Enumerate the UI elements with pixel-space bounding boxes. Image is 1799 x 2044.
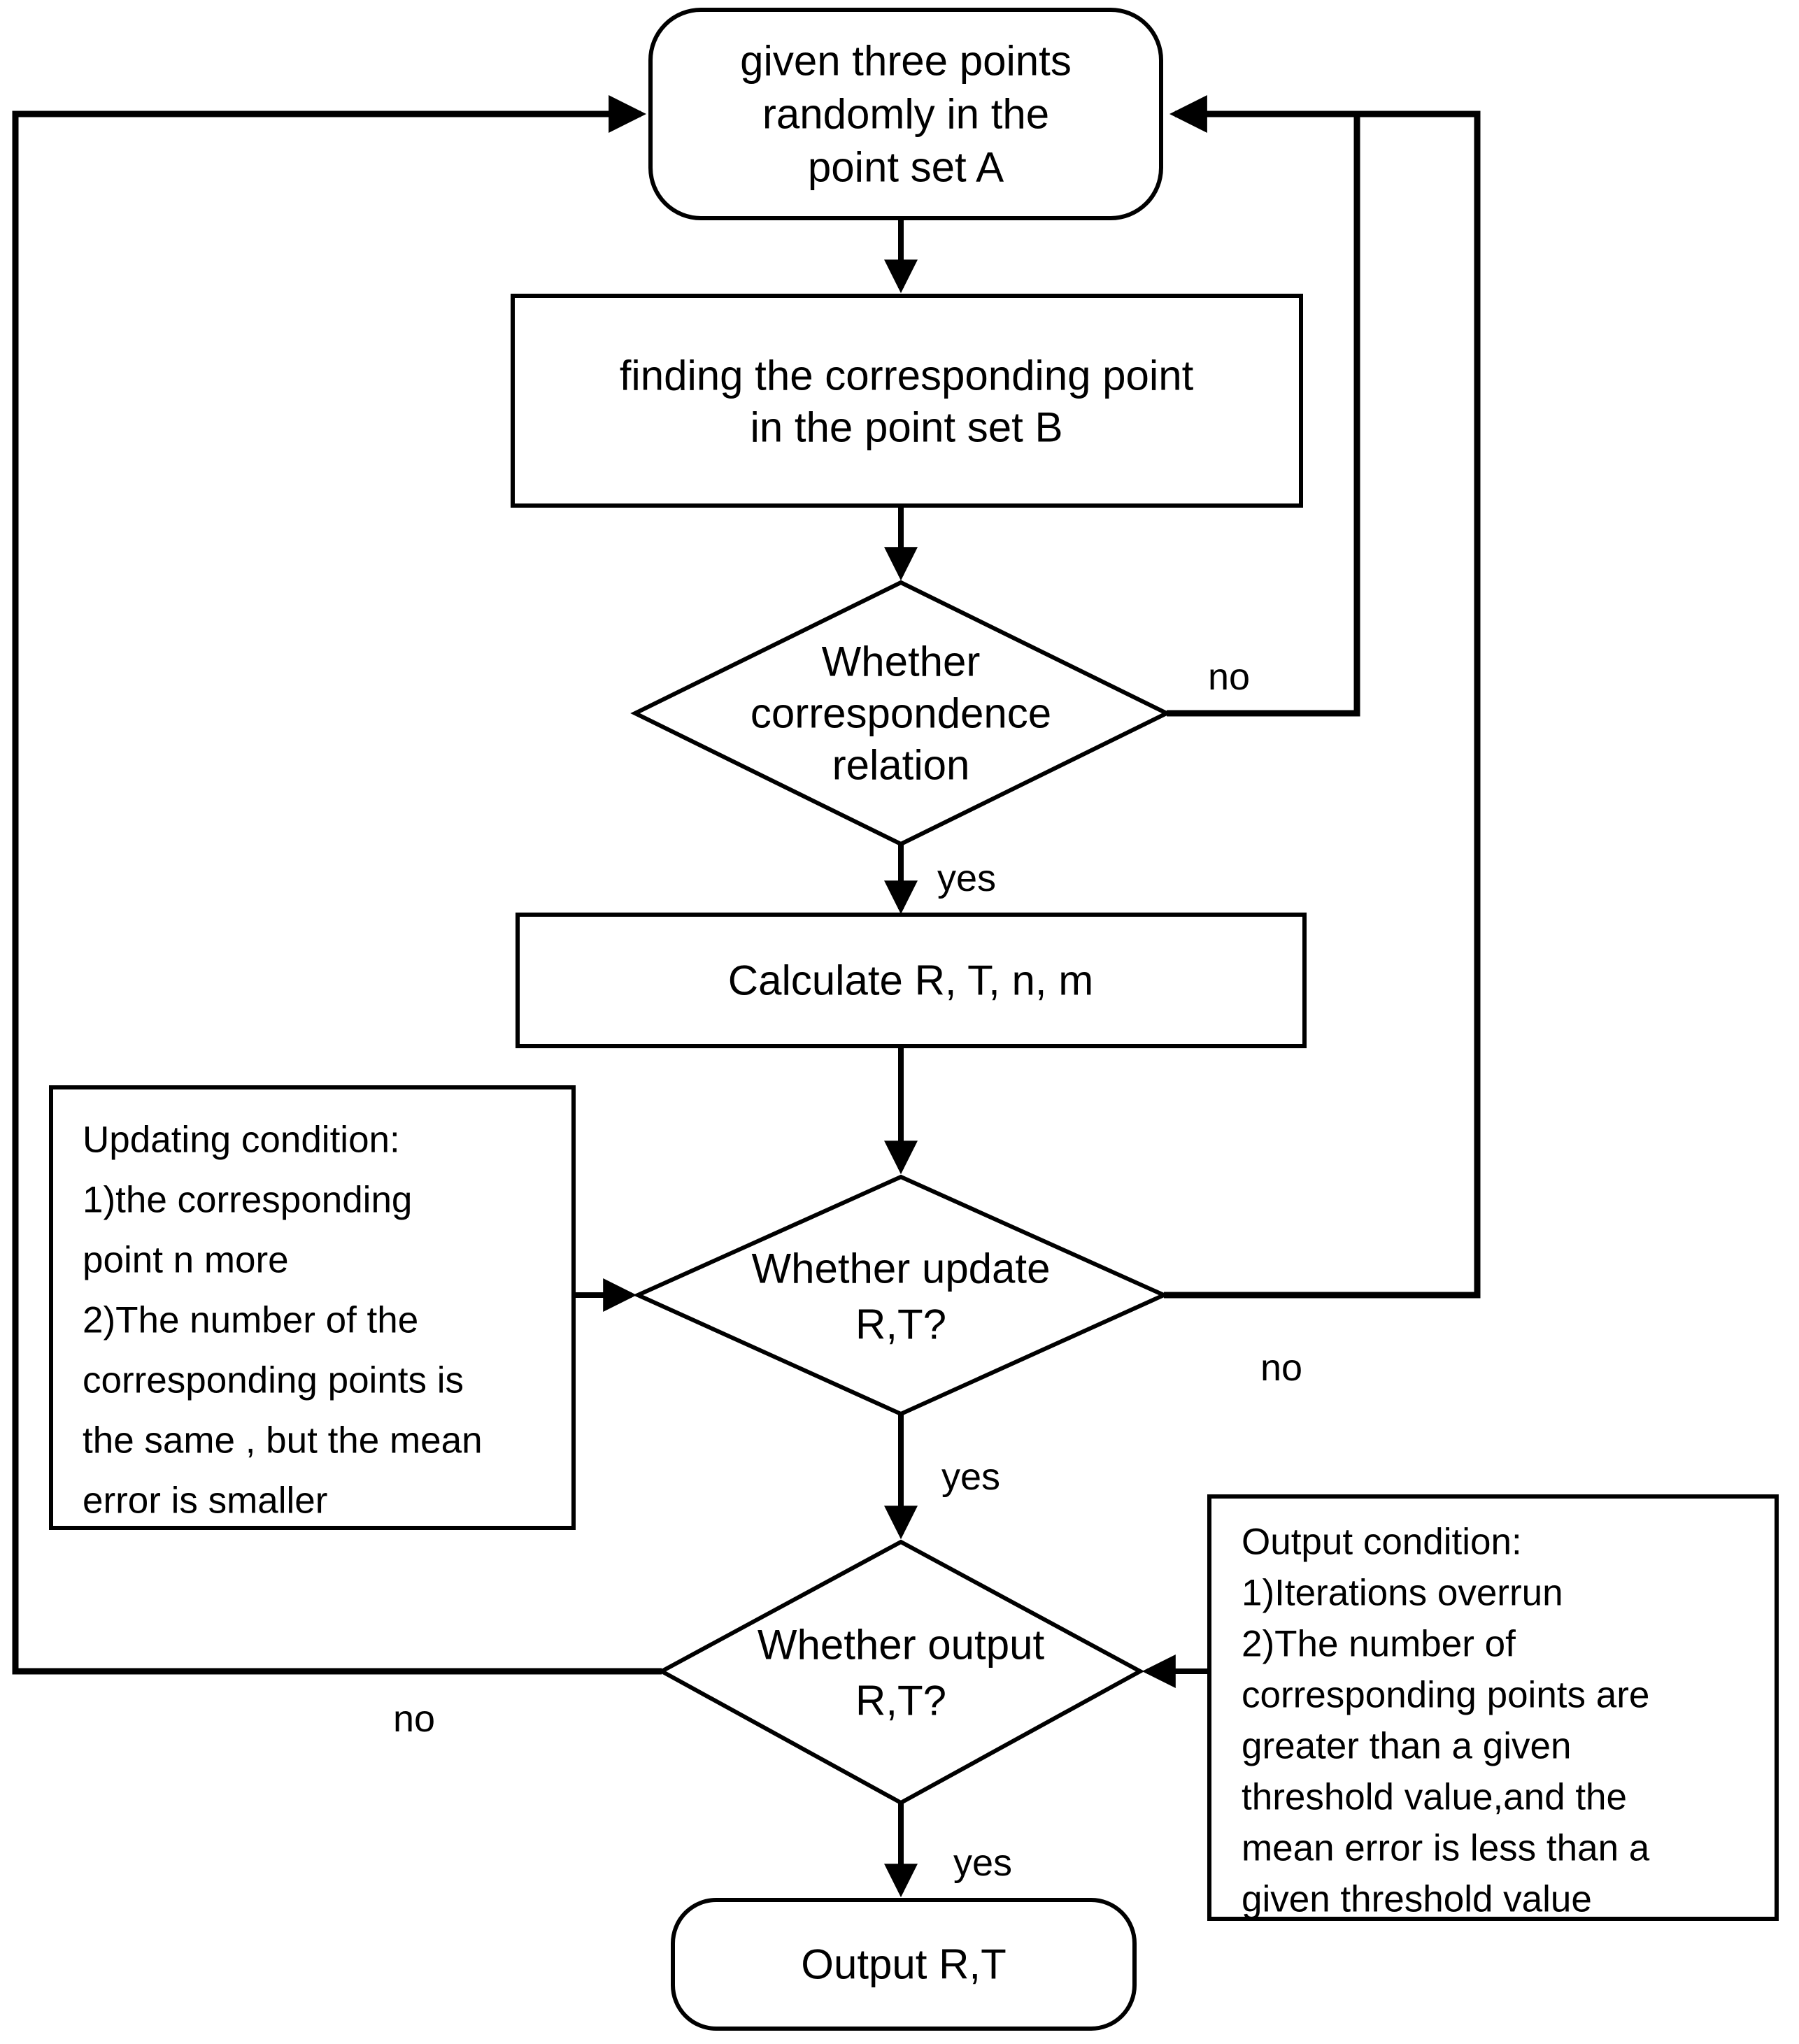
label-output-no: no [393, 1698, 435, 1740]
node-output-shape [671, 1898, 1137, 2031]
node-output: Output R,T [671, 1898, 1137, 2031]
node-updating-condition-shape [49, 1085, 576, 1530]
node-updating-condition-line-7: error is smaller [83, 1480, 327, 1522]
node-start-shape [648, 8, 1163, 220]
node-output-line-1: Output R,T [801, 1941, 1006, 1988]
edge-update-no-feedback [1164, 95, 1481, 1299]
node-check-output-line-1: Whether output [758, 1622, 1045, 1668]
node-output-condition-shape [1207, 1494, 1779, 1921]
node-check-correspondence-shape [630, 580, 1172, 847]
node-check-correspondence-line-1: Whether [822, 638, 981, 685]
node-output-condition-line-1: Output condition: [1242, 1522, 1522, 1563]
node-output-condition-line-6: threshold value,and the [1242, 1777, 1627, 1818]
node-updating-condition: Updating condition: 1)the corresponding … [49, 1085, 576, 1530]
node-start-line-1: given three points [740, 38, 1072, 85]
node-output-condition-line-8: given threshold value [1242, 1879, 1592, 1920]
node-calculate-line-1: Calculate R, T, n, m [728, 957, 1093, 1004]
node-updating-condition-line-1: Updating condition: [83, 1120, 400, 1161]
edge-output-no-feedback [12, 95, 662, 1675]
label-update-yes: yes [941, 1456, 1000, 1498]
node-find-corresponding-line-2: in the point set B [751, 404, 1063, 451]
node-find-corresponding-line-1: finding the corresponding point [620, 352, 1194, 399]
label-correspondence-yes: yes [937, 857, 996, 899]
node-check-update-line-2: R,T? [855, 1301, 946, 1348]
node-calculate: Calculate R, T, n, m [515, 913, 1307, 1048]
label-output-yes: yes [953, 1842, 1012, 1884]
node-updating-condition-line-5: corresponding points is [83, 1360, 464, 1401]
node-check-update: Whether update R,T? [632, 1174, 1169, 1417]
node-start: given three points randomly in the point… [648, 8, 1163, 220]
node-check-correspondence-line-2: correspondence [751, 690, 1051, 737]
node-output-condition-line-7: mean error is less than a [1242, 1828, 1650, 1869]
node-start-line-2: randomly in the [762, 91, 1049, 138]
node-check-output-shape [657, 1539, 1145, 1806]
node-find-corresponding-shape [511, 294, 1303, 508]
node-updating-condition-line-6: the same , but the mean [83, 1420, 483, 1461]
label-correspondence-no: no [1208, 656, 1250, 698]
node-updating-condition-line-3: point n more [83, 1240, 289, 1281]
node-check-output-line-2: R,T? [855, 1678, 946, 1724]
node-check-update-line-1: Whether update [752, 1245, 1051, 1292]
label-update-no: no [1260, 1347, 1302, 1389]
node-find-corresponding: finding the corresponding point in the p… [511, 294, 1303, 508]
node-check-correspondence-line-3: relation [832, 742, 970, 789]
node-check-output: Whether output R,T? [657, 1539, 1145, 1806]
node-calculate-shape [515, 913, 1307, 1048]
node-output-condition-line-5: greater than a given [1242, 1726, 1571, 1767]
node-check-update-shape [632, 1174, 1169, 1417]
node-updating-condition-line-2: 1)the corresponding [83, 1180, 412, 1221]
node-updating-condition-line-4: 2)The number of the [83, 1300, 418, 1341]
node-output-condition: Output condition: 1)Iterations overrun 2… [1207, 1494, 1779, 1921]
node-output-condition-line-2: 1)Iterations overrun [1242, 1573, 1563, 1614]
edge-correspondence-no-feedback [1167, 114, 1360, 717]
node-output-condition-line-4: corresponding points are [1242, 1675, 1649, 1716]
node-check-correspondence: Whether correspondence relation [630, 580, 1172, 847]
node-output-condition-line-3: 2)The number of [1242, 1624, 1516, 1665]
node-start-line-3: point set A [808, 144, 1004, 191]
